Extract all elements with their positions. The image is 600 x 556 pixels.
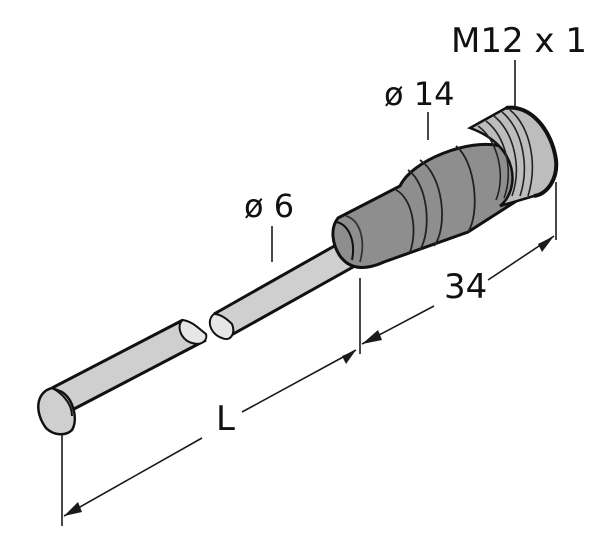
rod-diameter-label: ø 6 [244, 187, 295, 225]
sensor-rod-rear-segment [208, 234, 363, 340]
sensor-rod-front-segment [37, 318, 208, 436]
head-diameter-label: ø 14 [384, 75, 455, 113]
dimension-34 [359, 182, 557, 354]
leader-lines [271, 60, 516, 262]
connector-thread [466, 105, 559, 208]
dimension-L [61, 349, 357, 526]
head-length-label: 34 [444, 267, 488, 307]
thread-size-label: M12 x 1 [451, 21, 587, 61]
connector-body [331, 142, 520, 269]
rod-length-label: L [216, 399, 235, 439]
